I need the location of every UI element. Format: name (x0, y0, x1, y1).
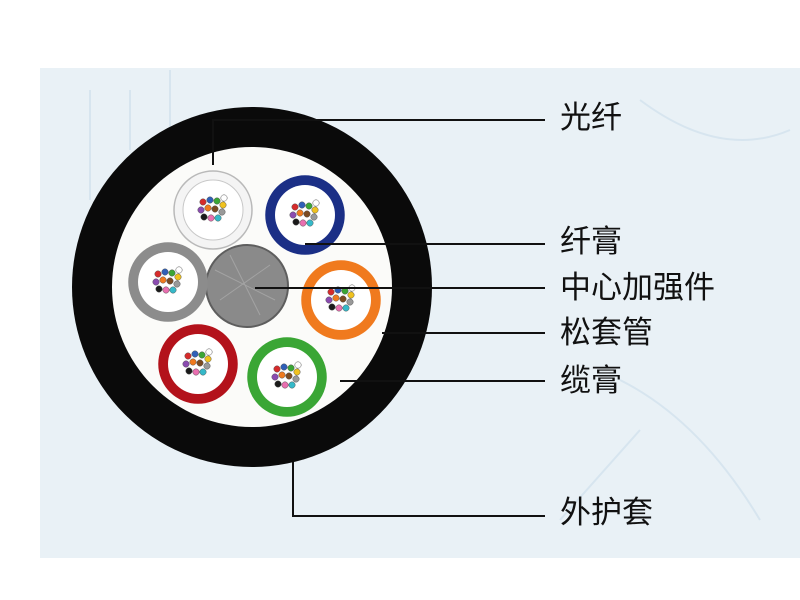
optical-fiber (327, 288, 335, 296)
optical-fiber (192, 368, 200, 376)
central-strength-member-label: 中心加强件 (560, 270, 715, 306)
optical-fiber (205, 348, 213, 356)
optical-fiber (161, 268, 169, 276)
optical-fiber (303, 210, 311, 218)
loose-tube-red (158, 324, 238, 404)
optical-fiber (271, 373, 279, 381)
optical-fiber (293, 368, 301, 376)
optical-fiber (335, 304, 343, 312)
optical-fiber (199, 198, 207, 206)
loose-tube-label: 松套管 (560, 315, 653, 351)
optical-fiber (285, 372, 293, 380)
optical-fiber (196, 359, 204, 367)
optical-fiber (154, 270, 162, 278)
optical-fiber (291, 203, 299, 211)
optical-fiber (206, 196, 214, 204)
outer-sheath-callout-line (292, 462, 545, 517)
optical-fiber (310, 213, 318, 221)
optical-fiber (198, 351, 206, 359)
optical-fiber (219, 201, 227, 209)
optical-fiber (173, 280, 181, 288)
optical-fiber (189, 358, 197, 366)
optical-fiber (185, 367, 193, 375)
optical-fiber (292, 218, 300, 226)
optical-fiber (214, 214, 222, 222)
optical-fiber (289, 211, 297, 219)
optical-fiber (328, 303, 336, 311)
loose-tube-group (128, 170, 381, 417)
optical-fiber (207, 214, 215, 222)
optical-fiber (311, 206, 319, 214)
optical-fiber (278, 371, 286, 379)
optical-fiber (299, 219, 307, 227)
optical-fiber (220, 194, 228, 202)
optical-fiber (155, 285, 163, 293)
optical-fiber (325, 296, 333, 304)
central-strength-member (205, 244, 289, 328)
loose-tube-green (247, 337, 327, 417)
optical-fiber (191, 350, 199, 358)
optical-fiber-callout-line (212, 119, 545, 165)
cable-gel-label: 缆膏 (560, 363, 622, 399)
optical-fiber (273, 365, 281, 373)
loose-tube-blue (265, 175, 345, 255)
optical-fiber (211, 205, 219, 213)
fiber-gel-label: 纤膏 (560, 224, 622, 260)
optical-fiber (287, 364, 295, 372)
optical-fiber (294, 361, 302, 369)
optical-fiber (203, 362, 211, 370)
optical-fiber (218, 208, 226, 216)
optical-fiber (339, 295, 347, 303)
outer-sheath-label: 外护套 (560, 495, 653, 531)
optical-fiber (281, 381, 289, 389)
optical-fiber (280, 363, 288, 371)
optical-fiber (162, 286, 170, 294)
optical-fiber (159, 276, 167, 284)
optical-fiber (174, 273, 182, 281)
optical-fiber (204, 204, 212, 212)
optical-fiber-label: 光纤 (560, 100, 622, 136)
optical-fiber (346, 298, 354, 306)
optical-fiber (312, 199, 320, 207)
optical-fiber (168, 269, 176, 277)
optical-fiber (347, 291, 355, 299)
optical-fiber (296, 209, 304, 217)
optical-fiber (332, 294, 340, 302)
optical-fiber (169, 286, 177, 294)
background-watermark-lines (89, 70, 791, 521)
optical-fiber (213, 197, 221, 205)
optical-fiber (292, 375, 300, 383)
loose-tube-white (173, 170, 253, 250)
optical-fiber (298, 201, 306, 209)
loose-tube-orange (301, 260, 381, 340)
loose-tube-grey (128, 242, 208, 322)
optical-fiber (182, 360, 190, 368)
optical-fiber (166, 277, 174, 285)
optical-fiber (204, 355, 212, 363)
optical-fiber (274, 380, 282, 388)
optical-fiber (200, 213, 208, 221)
optical-fiber (184, 352, 192, 360)
optical-fiber (306, 219, 314, 227)
optical-fiber (175, 266, 183, 274)
optical-fiber (342, 304, 350, 312)
optical-fiber (197, 206, 205, 214)
optical-fiber (199, 368, 207, 376)
callout-lines (212, 119, 545, 517)
optical-fiber (152, 278, 160, 286)
optical-fiber (288, 381, 296, 389)
optical-fiber (305, 202, 313, 210)
